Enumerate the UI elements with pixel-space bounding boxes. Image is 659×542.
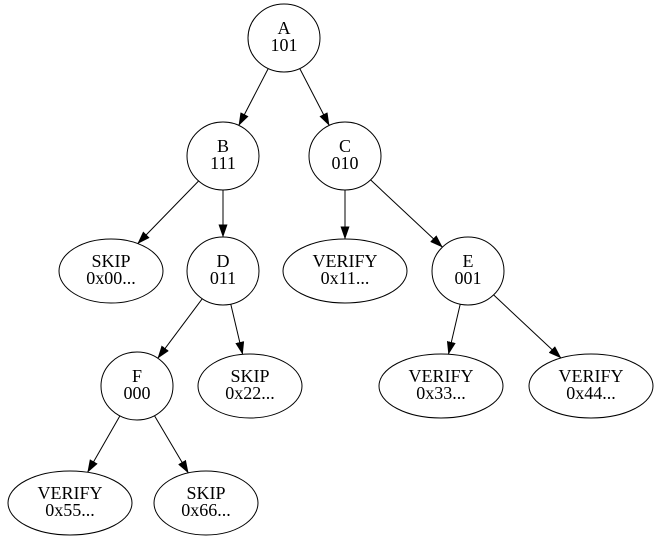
edge-A-C: [299, 68, 330, 126]
node-VERIFY33: VERIFY0x33...: [378, 353, 504, 419]
node-shape-ellipse: [378, 353, 504, 419]
edge-F-VERIFY55: [87, 415, 121, 473]
node-label-line2: 011: [210, 268, 236, 288]
node-shape-circle: [186, 121, 260, 191]
node-shape-circle: [100, 351, 174, 421]
edge-A-B: [238, 68, 269, 126]
node-shape-ellipse: [153, 470, 259, 536]
node-label-line1: VERIFY: [408, 366, 473, 386]
edge-D-SKIP22: [230, 304, 245, 355]
edge-E-VERIFY44: [493, 294, 562, 359]
node-shape-ellipse: [7, 470, 133, 536]
node-shape-ellipse: [528, 353, 654, 419]
node-label-line2: 001: [455, 268, 482, 288]
node-label-line2: 101: [271, 35, 298, 55]
node-label-line1: VERIFY: [37, 483, 102, 503]
node-shape-ellipse: [58, 238, 164, 304]
node-label-line2: 111: [210, 153, 236, 173]
node-label-line2: 000: [124, 383, 151, 403]
node-label-line2: 0x66...: [181, 500, 231, 520]
node-label-line1: VERIFY: [312, 251, 377, 271]
node-shape-circle: [247, 3, 321, 73]
node-shape-ellipse: [197, 353, 303, 419]
nodes-layer: A101B111C010SKIP0x00...D011VERIFY0x11...…: [7, 3, 654, 536]
node-label-line2: 0x22...: [225, 383, 275, 403]
node-label-line1: F: [132, 366, 142, 386]
node-label-line2: 0x44...: [566, 383, 616, 403]
node-label-line1: A: [278, 18, 291, 38]
node-label-line1: SKIP: [91, 251, 130, 271]
node-SKIP00: SKIP0x00...: [58, 238, 164, 304]
edge-F-SKIP66: [154, 415, 189, 474]
node-label-line1: C: [339, 136, 351, 156]
node-label-line1: SKIP: [186, 483, 225, 503]
edge-B-SKIP00: [137, 180, 199, 244]
node-label-line1: VERIFY: [558, 366, 623, 386]
node-VERIFY55: VERIFY0x55...: [7, 470, 133, 536]
node-label-line1: D: [217, 251, 230, 271]
node-label-line1: SKIP: [230, 366, 269, 386]
edges-layer: [87, 68, 562, 474]
edge-E-VERIFY33: [446, 304, 461, 355]
edge-C-E: [370, 179, 443, 248]
node-label-line2: 0x11...: [321, 268, 370, 288]
edge-D-F: [157, 298, 203, 359]
node-shape-circle: [186, 236, 260, 306]
node-label-line2: 010: [332, 153, 359, 173]
node-SKIP66: SKIP0x66...: [153, 470, 259, 536]
node-label-line2: 0x00...: [86, 268, 136, 288]
node-shape-ellipse: [282, 238, 408, 304]
node-shape-circle: [431, 236, 505, 306]
node-label-line1: B: [217, 136, 229, 156]
node-label-line2: 0x55...: [45, 500, 95, 520]
node-VERIFY11: VERIFY0x11...: [282, 238, 408, 304]
node-SKIP22: SKIP0x22...: [197, 353, 303, 419]
node-VERIFY44: VERIFY0x44...: [528, 353, 654, 419]
node-label-line2: 0x33...: [416, 383, 466, 403]
node-label-line1: E: [463, 251, 474, 271]
node-shape-circle: [308, 121, 382, 191]
